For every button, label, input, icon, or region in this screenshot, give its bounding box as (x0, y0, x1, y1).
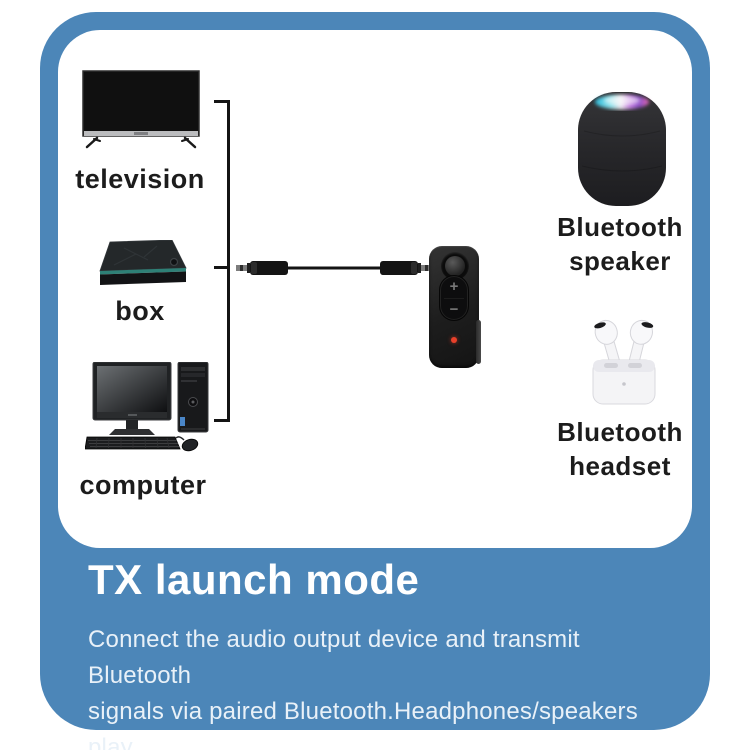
led-indicator (451, 337, 457, 343)
headset-label-line2: headset (569, 451, 671, 481)
bluetooth-speaker-icon (578, 92, 666, 206)
volume-divider (444, 297, 464, 299)
speaker-label: Bluetooth speaker (542, 210, 698, 278)
headset-label-line1: Bluetooth (557, 417, 683, 447)
bluetooth-transmitter-icon: + − (429, 246, 481, 368)
bluetooth-headset-icon (592, 319, 656, 405)
speaker-label-line2: speaker (569, 246, 671, 276)
footer-description-line1: Connect the audio output device and tran… (88, 626, 580, 689)
speaker-label-line1: Bluetooth (557, 212, 683, 242)
computer-label: computer (79, 470, 207, 500)
aux-cable-icon (236, 261, 432, 275)
multifunction-button-cap (445, 256, 465, 276)
tv-box-icon (99, 240, 187, 285)
television-icon (82, 70, 200, 149)
television-label: television (75, 164, 205, 194)
footer-description-line2: signals via paired Bluetooth.Headphones/… (88, 698, 638, 750)
headset-label: Bluetooth headset (542, 415, 698, 483)
volume-down-button: − (449, 300, 459, 318)
device-clip (476, 320, 481, 364)
volume-rocker: + − (439, 275, 469, 321)
footer-title: TX launch mode (88, 556, 420, 603)
footer-description: Connect the audio output device and tran… (88, 622, 688, 750)
box-label: box (115, 296, 165, 326)
volume-up-button: + (449, 278, 459, 296)
computer-icon (85, 362, 209, 452)
